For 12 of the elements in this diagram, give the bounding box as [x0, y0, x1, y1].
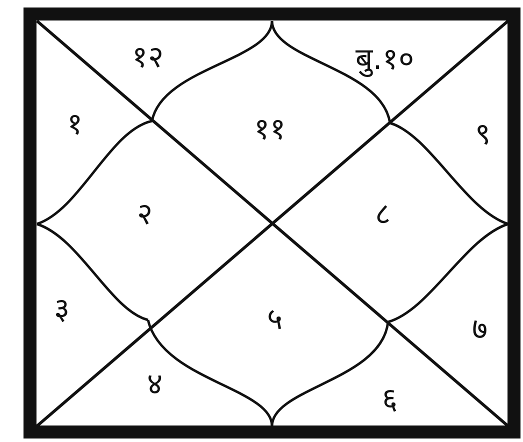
house-number: १२	[132, 43, 164, 73]
house-number: ११	[254, 115, 286, 145]
house-number: ६	[382, 385, 398, 415]
house-number: ९	[475, 120, 491, 150]
house-number: ५	[267, 305, 283, 335]
house-number: बु.१०	[356, 45, 414, 75]
house-number: ४	[147, 370, 163, 400]
house-number: १	[67, 110, 83, 140]
house-number: ३	[54, 295, 70, 325]
house-number: ७	[472, 315, 488, 345]
house-number: ८	[375, 200, 391, 230]
house-number: २	[137, 200, 153, 230]
